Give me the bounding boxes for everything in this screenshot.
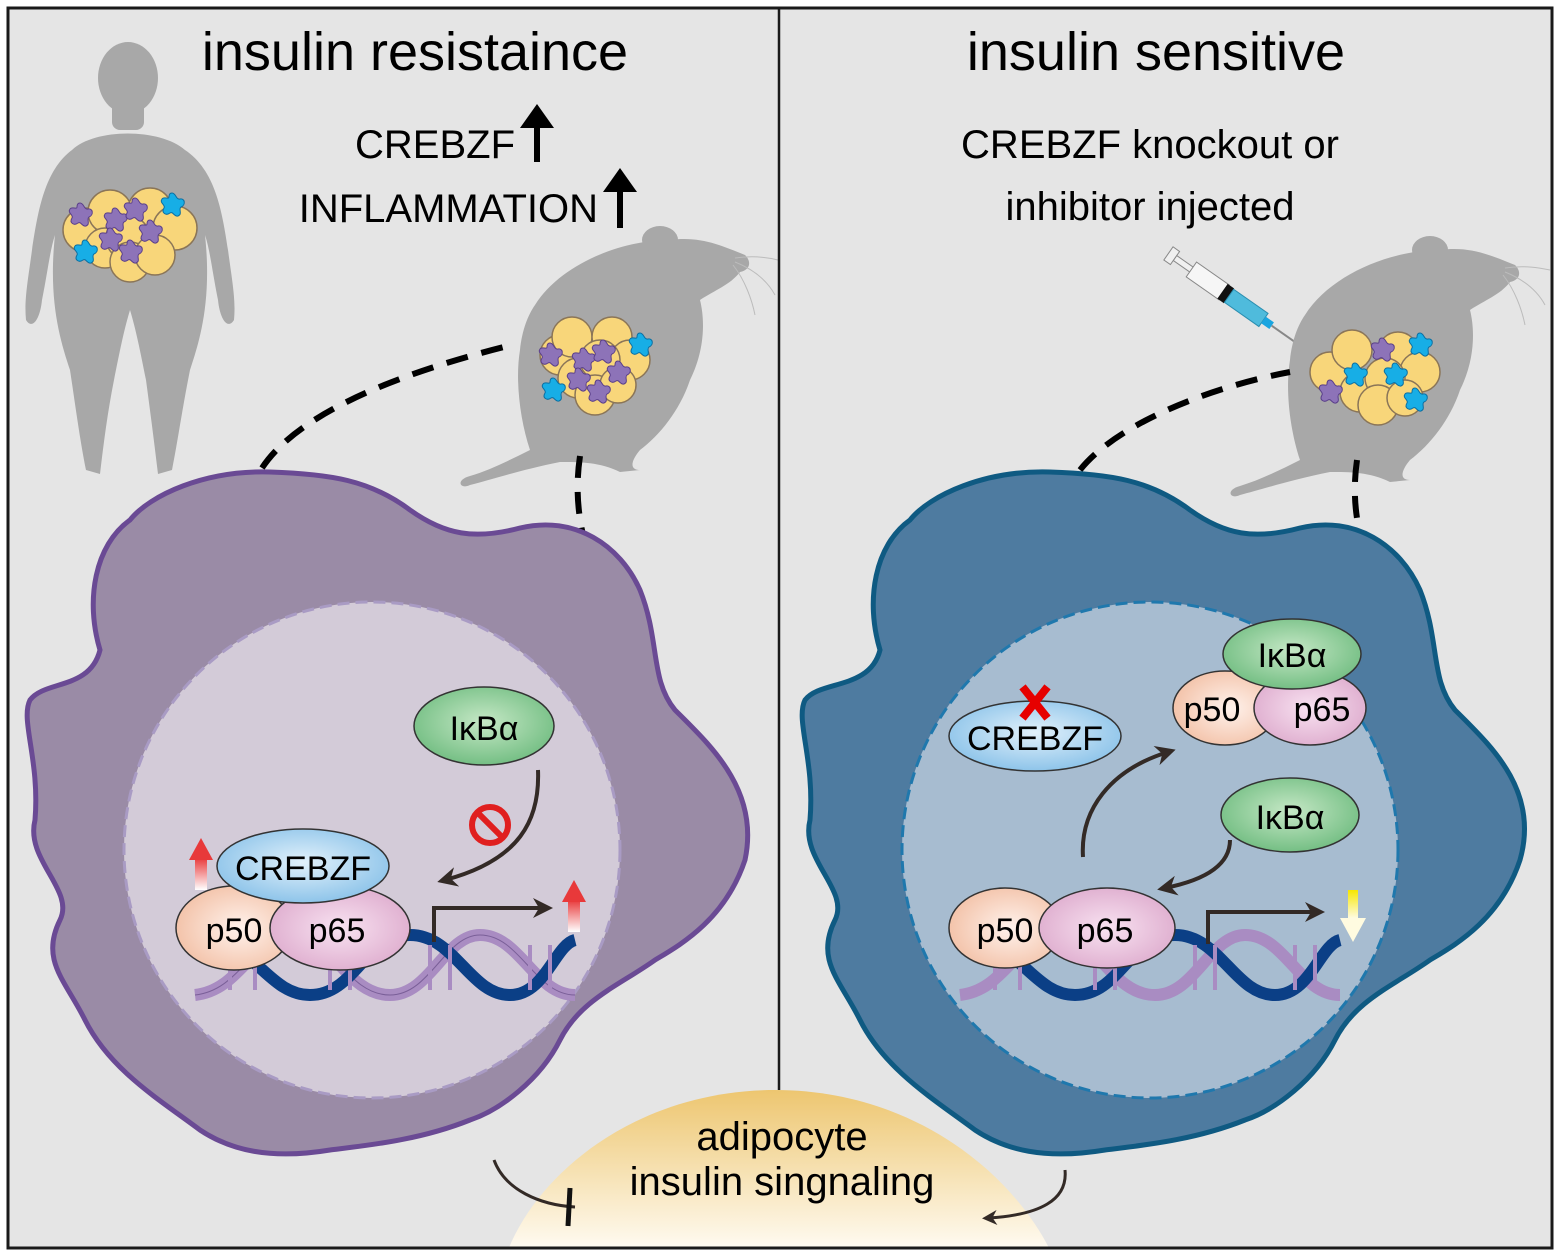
svg-text:p50: p50 (1184, 691, 1241, 729)
p65-protein-complex: p65 (1253, 670, 1367, 746)
crebzf-increase-arrow-icon (189, 838, 213, 890)
p50-protein-complex: p50 (1172, 670, 1278, 746)
mouse-whiskers (1502, 266, 1551, 326)
insulin-signaling-label: insulin singnaling (630, 1160, 935, 1204)
dashed-connector (259, 342, 513, 470)
transcription-arrow-left (432, 898, 553, 942)
p65-protein-right: p65 (1038, 887, 1176, 969)
activation-arrow (982, 1169, 1067, 1225)
svg-text:CREBZF: CREBZF (235, 850, 371, 888)
svg-text:p65: p65 (1077, 912, 1134, 950)
export-arrow (1080, 746, 1176, 858)
svg-text:p65: p65 (309, 912, 366, 950)
mouse-whiskers (732, 256, 779, 316)
svg-text:p50: p50 (206, 912, 263, 950)
crebzf-up-arrow-icon (520, 104, 554, 162)
p65-protein-left: p65 (269, 885, 411, 971)
transcription-decrease-arrow-icon (1340, 890, 1366, 942)
treatment-label-line1: CREBZF knockout or (961, 123, 1339, 167)
transcription-arrow-right (1206, 902, 1325, 944)
svg-text:p50: p50 (977, 912, 1034, 950)
inhibition-arrow-icon (492, 1159, 576, 1227)
ikba-protein-left: IκBα (413, 686, 555, 766)
left-panel-title: insulin resistaince (202, 22, 628, 82)
svg-text:IκBα: IκBα (450, 710, 519, 748)
knockout-x-icon (1019, 684, 1051, 721)
adipocyte-label: adipocyte (696, 1115, 867, 1159)
inhibit-sign-icon (469, 804, 511, 846)
p50-protein-right: p50 (948, 887, 1062, 969)
ikba-binding-arrow-right (1157, 839, 1232, 896)
crebzf-protein-left: CREBZF (216, 828, 390, 904)
ikba-protein-complex: IκBα (1222, 618, 1362, 690)
dashed-connector (1077, 369, 1291, 472)
crebzf-protein-right: CREBZF (948, 700, 1122, 772)
adipocyte-dome (508, 1090, 1049, 1248)
ikba-protein-free: IκBα (1220, 777, 1360, 853)
svg-text:IκBα: IκBα (1256, 799, 1325, 837)
crebzf-up-label: CREBZF (355, 123, 515, 167)
svg-text:IκBα: IκBα (1258, 637, 1327, 675)
inflammation-up-arrow-icon (603, 168, 637, 228)
transcription-increase-arrow-icon (562, 880, 586, 932)
syringe-icon (1163, 246, 1299, 345)
ikba-binding-arrow (437, 769, 541, 887)
svg-text:CREBZF: CREBZF (967, 720, 1103, 758)
svg-text:p65: p65 (1294, 691, 1351, 729)
right-panel-title: insulin sensitive (967, 22, 1345, 82)
inflammation-up-label: INFLAMMATION (299, 187, 598, 231)
treatment-label-line2: inhibitor injected (1005, 185, 1294, 229)
